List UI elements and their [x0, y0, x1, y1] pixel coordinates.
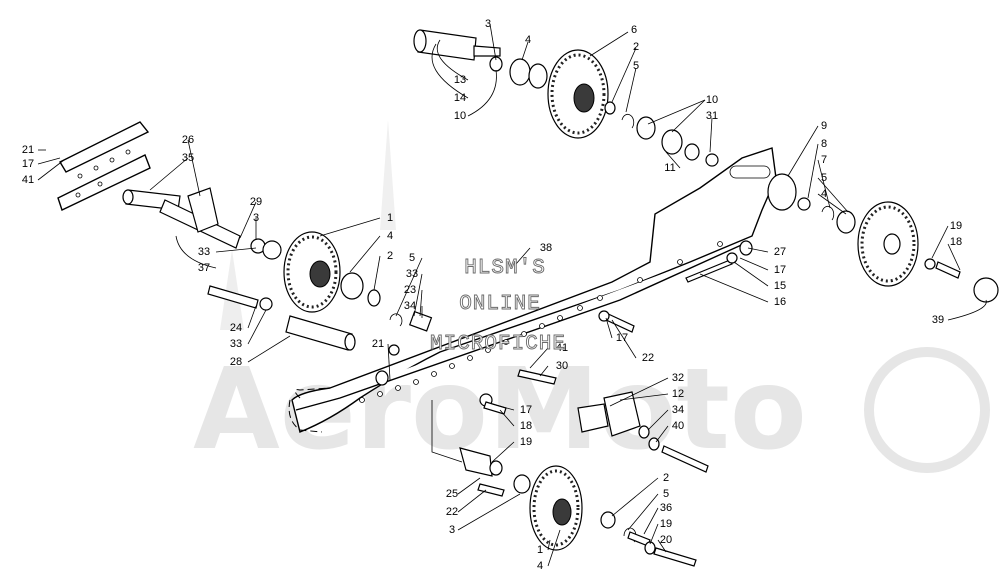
callout-label: 14 — [454, 92, 466, 104]
callout-label: 9 — [821, 120, 827, 132]
callout-label: 21 — [372, 338, 384, 350]
callout-label: 18 — [950, 236, 962, 248]
callout-label: 24 — [230, 322, 242, 334]
callout-label: 35 — [182, 152, 194, 164]
callout-label: 10 — [706, 94, 718, 106]
callout-label: 2 — [387, 250, 393, 262]
watermark-tower-icon — [380, 120, 396, 230]
left-idler-wheel — [283, 231, 403, 327]
callout-label: 41 — [556, 342, 568, 354]
rear-axle-assembly — [122, 187, 282, 260]
callout-label: 32 — [672, 372, 684, 384]
callout-label: 16 — [774, 296, 786, 308]
callout-label: 1 — [387, 212, 393, 224]
callout-label: 7 — [821, 154, 827, 166]
callout-label: 1 — [537, 544, 543, 556]
callout-label: 27 — [774, 246, 786, 258]
callout-label: 19 — [520, 436, 532, 448]
callout-label: 20 — [660, 534, 672, 546]
callout-label: 25 — [446, 488, 458, 500]
callout-label: 5 — [663, 488, 669, 500]
callout-label: 30 — [556, 360, 568, 372]
callout-labels: 3 4 6 2 5 13 14 10 10 31 11 9 8 7 5 4 19… — [22, 18, 962, 572]
callout-label: 33 — [230, 338, 242, 350]
callout-label: 22 — [446, 506, 458, 518]
lower-hardware — [375, 310, 709, 497]
callout-label: 17 — [520, 404, 532, 416]
callout-label: 3 — [253, 212, 259, 224]
callout-label: 13 — [454, 74, 466, 86]
callout-label: 26 — [182, 134, 194, 146]
callout-label: 18 — [520, 420, 532, 432]
callout-label: 28 — [230, 356, 242, 368]
callout-label: 17 — [22, 158, 34, 170]
callout-label: 19 — [950, 220, 962, 232]
callout-label: 41 — [22, 174, 34, 186]
callout-label: 11 — [664, 162, 675, 174]
callout-label: 29 — [250, 196, 262, 208]
microfiche-overlay: HLSM'S ONLINE MICROFICHE — [430, 257, 566, 357]
callout-label: 17 — [616, 332, 628, 344]
bottom-idler-wheel — [529, 465, 697, 567]
watermark-spire-icon — [220, 250, 244, 330]
callout-label: 34 — [404, 300, 416, 312]
callout-label: 40 — [672, 420, 684, 432]
callout-label: 23 — [404, 284, 416, 296]
callout-label: 8 — [821, 138, 827, 150]
overlay-line-1: HLSM'S — [464, 257, 546, 280]
overlay-line-2: ONLINE — [459, 293, 541, 316]
callout-label: 4 — [821, 188, 827, 200]
callout-label: 5 — [821, 172, 827, 184]
callout-label: 17 — [774, 264, 786, 276]
leader-lines — [37, 23, 987, 567]
callout-label: 38 — [540, 242, 552, 254]
callout-label: 33 — [198, 246, 210, 258]
callout-label: 21 — [22, 144, 34, 156]
callout-label: 36 — [660, 502, 672, 514]
callout-label: 31 — [706, 110, 718, 122]
top-wheel-assembly — [413, 29, 719, 167]
callout-label: 39 — [932, 314, 944, 326]
callout-label: 4 — [537, 560, 543, 572]
callout-label: 4 — [525, 34, 531, 46]
right-wheel-assembly — [685, 173, 999, 303]
callout-label: 12 — [672, 388, 684, 400]
callout-label: 10 — [454, 110, 466, 122]
rear-rail-section — [57, 121, 151, 211]
callout-label: 33 — [406, 268, 418, 280]
callout-label: 5 — [409, 252, 415, 264]
callout-label: 4 — [387, 230, 393, 242]
callout-label: 5 — [633, 60, 639, 72]
watermark-wheel-icon — [864, 347, 990, 473]
callout-label: 22 — [642, 352, 654, 364]
callout-label: 34 — [672, 404, 684, 416]
callout-label: 19 — [660, 518, 672, 530]
callout-label: 37 — [198, 262, 210, 274]
overlay-line-3: MICROFICHE — [430, 333, 566, 356]
left-shafts — [207, 285, 433, 351]
callout-label: 2 — [633, 41, 639, 53]
callout-label: 3 — [449, 524, 455, 536]
main-slide-rail — [288, 147, 777, 433]
callout-label: 6 — [631, 24, 637, 36]
callout-label: 15 — [774, 280, 786, 292]
callout-label: 3 — [485, 18, 491, 30]
callout-label: 2 — [663, 472, 669, 484]
